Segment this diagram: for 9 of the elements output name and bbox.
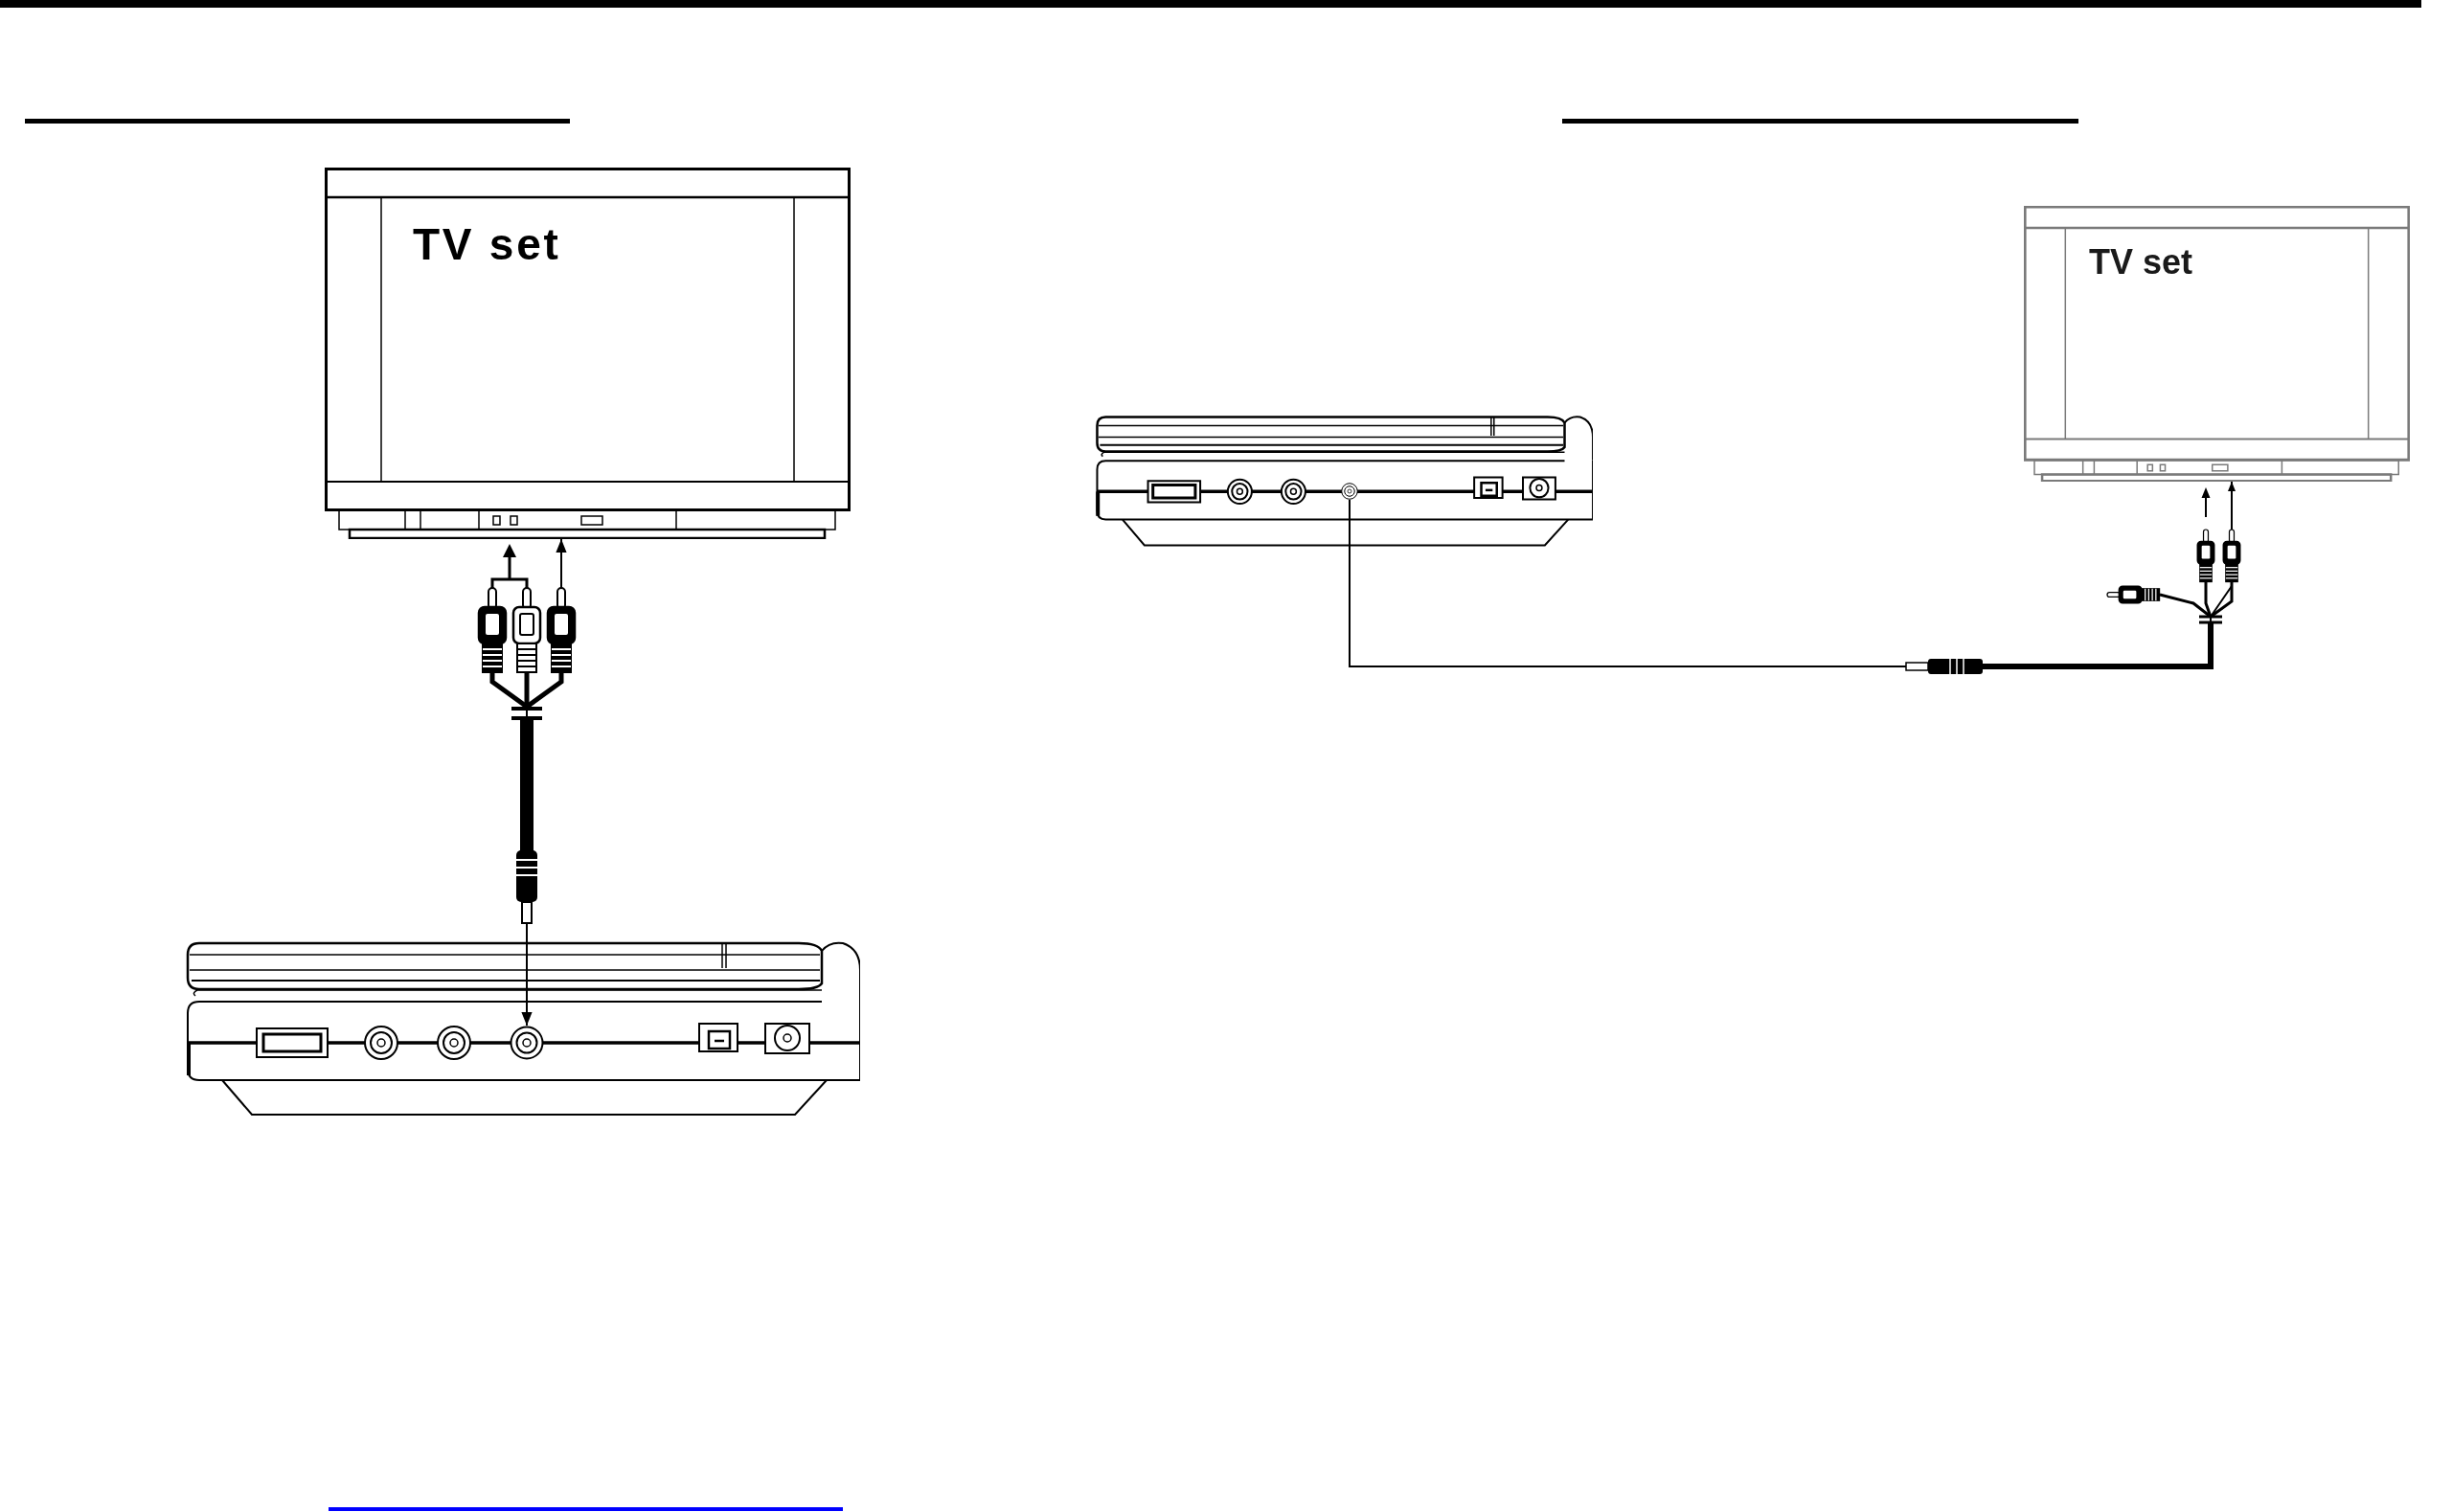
dvd-player-drawing (1096, 416, 1593, 547)
tv-set-drawing (2024, 206, 2410, 482)
connector-arrow (1349, 481, 2236, 667)
tv-label: TV set (2089, 245, 2193, 280)
tv-set-drawing (325, 168, 851, 539)
jack-socket-icon (510, 1026, 544, 1060)
dvd-player-drawing (186, 941, 860, 1117)
jack-socket-icon (1341, 483, 1358, 500)
tv-label: TV set (413, 222, 561, 266)
